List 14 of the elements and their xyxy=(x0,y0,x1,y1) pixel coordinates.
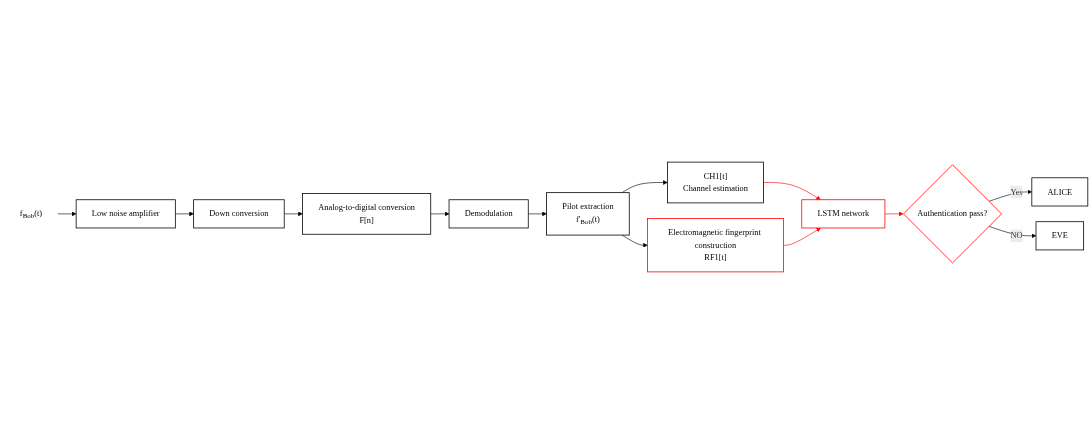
node-box: Low noise amplifier xyxy=(75,199,176,229)
node-box: ALICE xyxy=(1031,177,1089,207)
node-box: Analog-to-digital conversion F[n] xyxy=(302,193,432,235)
node-box: EVE xyxy=(1035,221,1085,251)
edge-label: NO xyxy=(1010,231,1023,240)
node-box: Electromagnetic fingerprint construction RF1[t] xyxy=(647,218,784,273)
node-box: Down conversion xyxy=(193,199,285,229)
node-diamond: Authentication pass? xyxy=(903,164,1002,264)
node-box: LSTM network xyxy=(801,199,886,229)
node-box: CH1[t] Channel estimation xyxy=(667,161,764,204)
edge-label: Yes xyxy=(1010,187,1023,197)
node-box: Demodulation xyxy=(448,199,529,229)
node-text: f$_{Bob}$(t) xyxy=(19,208,43,220)
node-box: Pilot extraction f'$_{Bob}$(t) xyxy=(546,192,630,236)
